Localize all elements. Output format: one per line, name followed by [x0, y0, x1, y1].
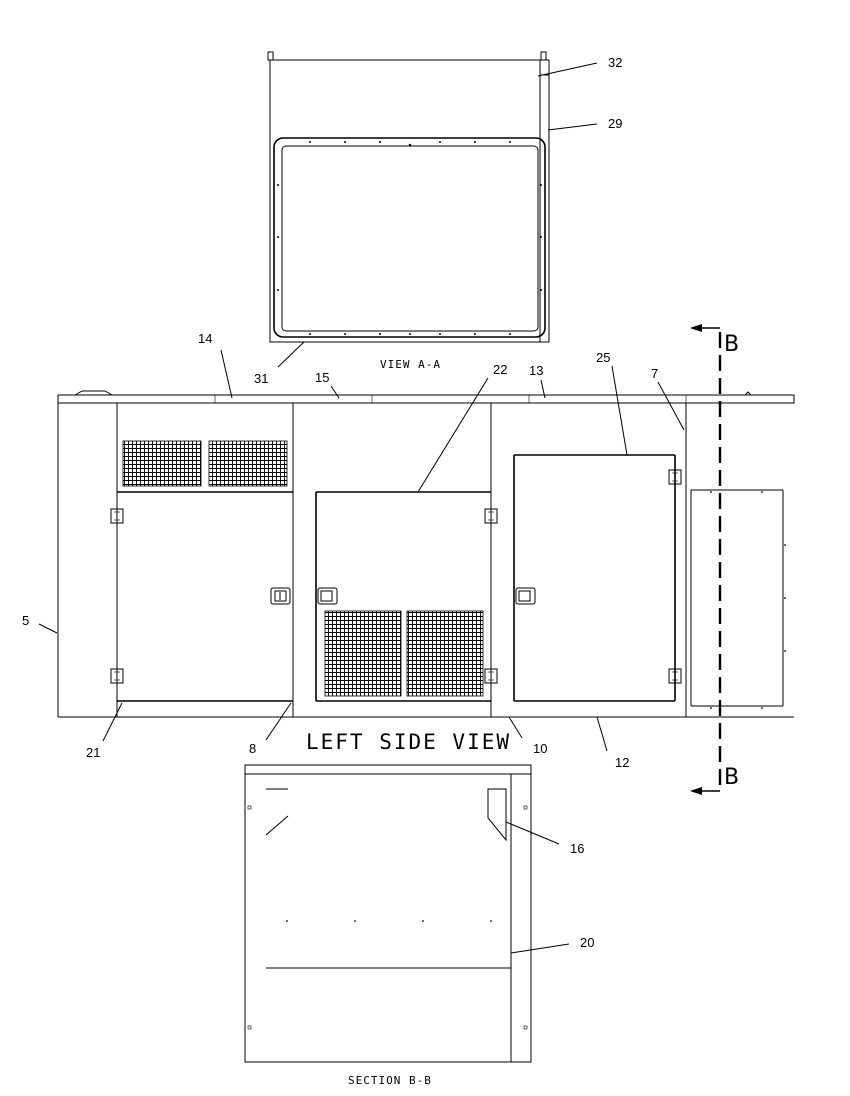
callout-13: 13	[529, 363, 543, 378]
section-marker-bottom: B	[724, 765, 739, 790]
left-side-view-label: LEFT SIDE VIEW	[306, 730, 511, 754]
callouts: 32 29 31 14 15 22 13 25 7 5 21 8 10 12 1…	[22, 55, 685, 954]
door-latch	[317, 587, 338, 605]
callout-16: 16	[570, 841, 584, 856]
callout-7: 7	[651, 366, 658, 381]
hinge	[484, 508, 498, 524]
hinge	[110, 508, 124, 524]
callout-10: 10	[533, 741, 547, 756]
callout-32: 32	[608, 55, 622, 70]
callout-12: 12	[615, 755, 629, 770]
section-marker-top: B	[724, 332, 739, 357]
door-latch	[270, 587, 291, 605]
callout-31: 31	[254, 371, 268, 386]
callout-5: 5	[22, 613, 29, 628]
callout-29: 29	[608, 116, 622, 131]
callout-14: 14	[198, 331, 212, 346]
callout-8: 8	[249, 741, 256, 756]
section-bb: SECTION B-B	[244, 764, 532, 1087]
callout-25: 25	[596, 350, 610, 365]
section-bb-label: SECTION B-B	[348, 1074, 432, 1087]
section-line-bb: B B	[690, 324, 739, 795]
callout-20: 20	[580, 935, 594, 950]
hinge	[668, 668, 682, 684]
callout-22: 22	[493, 362, 507, 377]
left-side-view: LEFT SIDE VIEW	[57, 390, 795, 754]
callout-15: 15	[315, 370, 329, 385]
hinge	[668, 469, 682, 485]
view-aa-label: VIEW A-A	[380, 358, 441, 371]
door-latch	[515, 587, 536, 605]
frame-bolts	[277, 141, 542, 335]
hinge	[110, 668, 124, 684]
view-aa: VIEW A-A	[267, 51, 550, 371]
hinge	[484, 668, 498, 684]
callout-21: 21	[86, 745, 100, 760]
